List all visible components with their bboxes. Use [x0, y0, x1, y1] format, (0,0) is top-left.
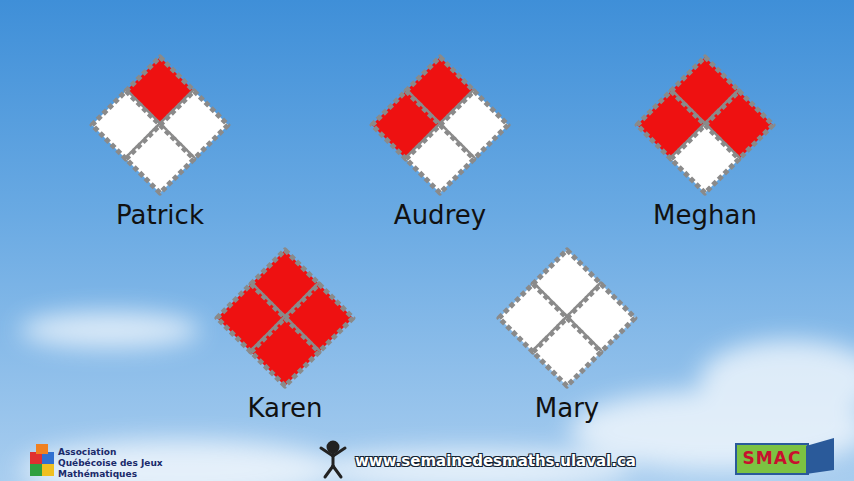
diamond-shape — [482, 243, 652, 393]
aqjm-logo — [30, 444, 54, 476]
diamond-grid: Audrey — [355, 50, 525, 250]
person-name: Patrick — [75, 200, 245, 230]
person-name: Karen — [200, 393, 370, 423]
website-url: www.semainedesmaths.ulaval.ca — [355, 452, 645, 470]
grid-cell — [126, 125, 194, 193]
smac-logo-text: SMAC — [738, 448, 806, 468]
diamond-shape — [355, 50, 525, 200]
diamond-grid: Patrick — [75, 50, 245, 250]
stick-figure-icon — [321, 442, 345, 477]
grid-cell — [406, 125, 474, 193]
grid-cell — [671, 125, 739, 193]
diamond-grid: Karen — [200, 243, 370, 443]
person-name: Meghan — [620, 200, 790, 230]
diamond-grid: Meghan — [620, 50, 790, 250]
person-name: Audrey — [355, 200, 525, 230]
grid-cell — [533, 318, 601, 386]
person-name: Mary — [482, 393, 652, 423]
grid-cell — [251, 318, 319, 386]
diamond-shape — [200, 243, 370, 393]
association-name: Association Québécoise des Jeux Mathémat… — [58, 447, 178, 479]
diamond-shape — [75, 50, 245, 200]
diamond-grid: Mary — [482, 243, 652, 443]
clouds — [20, 312, 854, 481]
smac-logo — [736, 438, 834, 474]
diamond-shape — [620, 50, 790, 200]
